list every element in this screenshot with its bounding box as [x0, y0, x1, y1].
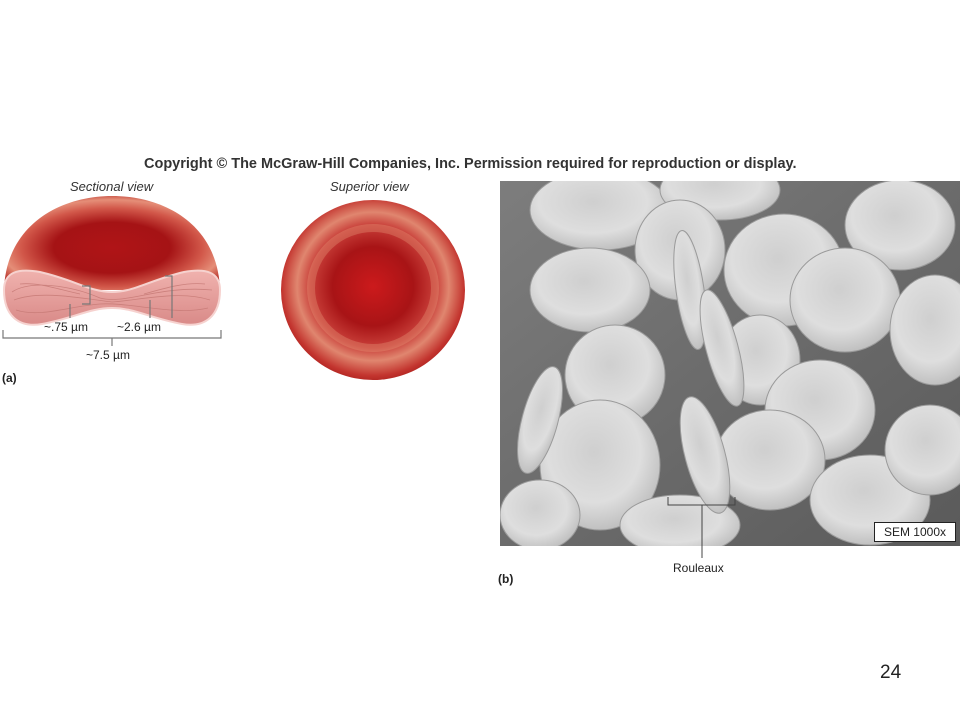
dimension-diameter-label: ~7.5 µm [86, 348, 130, 362]
slide-number: 24 [880, 662, 902, 683]
sectional-view-label: Sectional view [70, 179, 154, 194]
superior-view-cell [281, 200, 465, 380]
sem-magnification-badge: SEM 1000x [874, 522, 956, 542]
dimension-brackets [2, 275, 222, 346]
sem-micrograph [500, 181, 960, 546]
dimension-thickness-label: ~2.6 µm [117, 320, 161, 334]
panel-b-letter: (b) [498, 572, 514, 586]
copyright-notice: Copyright © The McGraw-Hill Companies, I… [144, 156, 797, 172]
sectional-view-cell [2, 196, 222, 326]
rouleaux-label: Rouleaux [673, 561, 724, 575]
superior-view-label: Superior view [330, 179, 409, 194]
rouleaux-pointer [667, 497, 736, 558]
panel-a-letter: (a) [2, 371, 17, 385]
dimension-edge-label: ~.75 µm [44, 320, 88, 334]
